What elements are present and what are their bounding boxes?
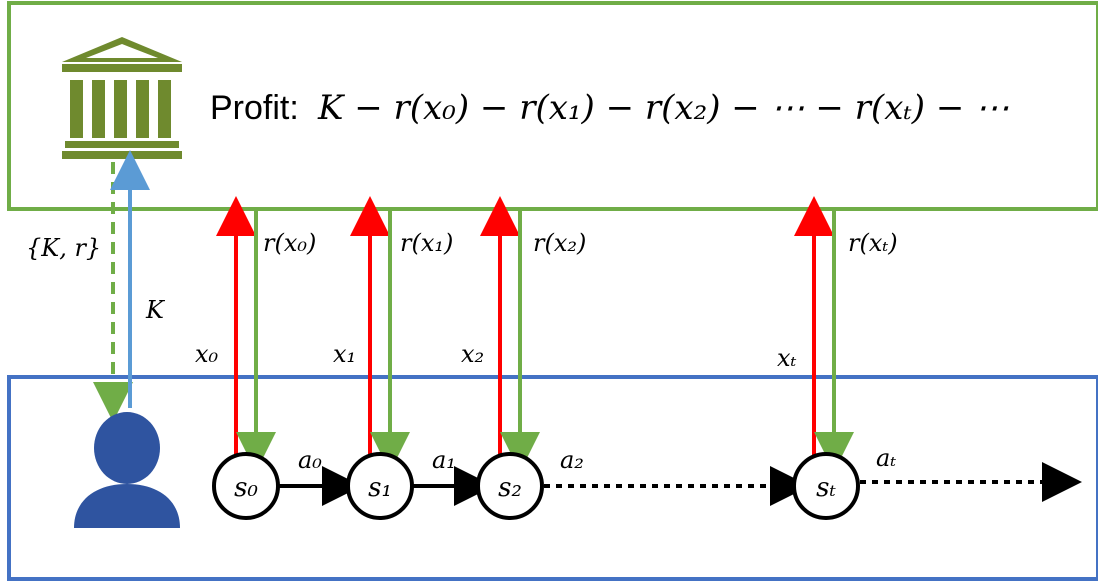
bank-building-icon xyxy=(62,37,182,159)
person-icon xyxy=(74,412,180,528)
state-node-0 xyxy=(212,452,280,520)
state-label-1: s₁ xyxy=(368,473,392,503)
action-label-0: a₀ xyxy=(298,446,322,474)
state-label-0: s₀ xyxy=(234,473,258,503)
reward-label-0: r(x₀) xyxy=(263,229,316,257)
state-label-2: s₂ xyxy=(498,473,522,503)
reward-label-2: r(x₂) xyxy=(533,229,586,257)
contract-label: {K, r} xyxy=(26,234,101,262)
state-node-t xyxy=(792,452,860,520)
state-label-t: sₜ xyxy=(816,473,836,503)
profit-prefix: Profit: xyxy=(210,89,299,127)
report-label-t: xₜ xyxy=(777,344,797,372)
reward-label-t: r(xₜ) xyxy=(848,229,898,257)
action-label-t: aₜ xyxy=(876,444,896,472)
agent-box xyxy=(7,375,1098,581)
action-label-2: a₂ xyxy=(560,446,584,474)
bank-box xyxy=(7,1,1098,211)
profit-formula: K − r(x₀) − r(x₁) − r(x₂) − ⋯ − r(xₜ) − … xyxy=(317,88,1009,128)
action-label-1: a₁ xyxy=(432,446,456,474)
report-label-2: x₂ xyxy=(461,340,484,368)
report-label-1: x₁ xyxy=(333,340,356,368)
state-node-1 xyxy=(346,452,414,520)
reward-label-1: r(x₁) xyxy=(400,229,453,257)
state-node-2 xyxy=(476,452,544,520)
report-label-0: x₀ xyxy=(195,340,219,368)
payment-label: K xyxy=(145,296,166,324)
